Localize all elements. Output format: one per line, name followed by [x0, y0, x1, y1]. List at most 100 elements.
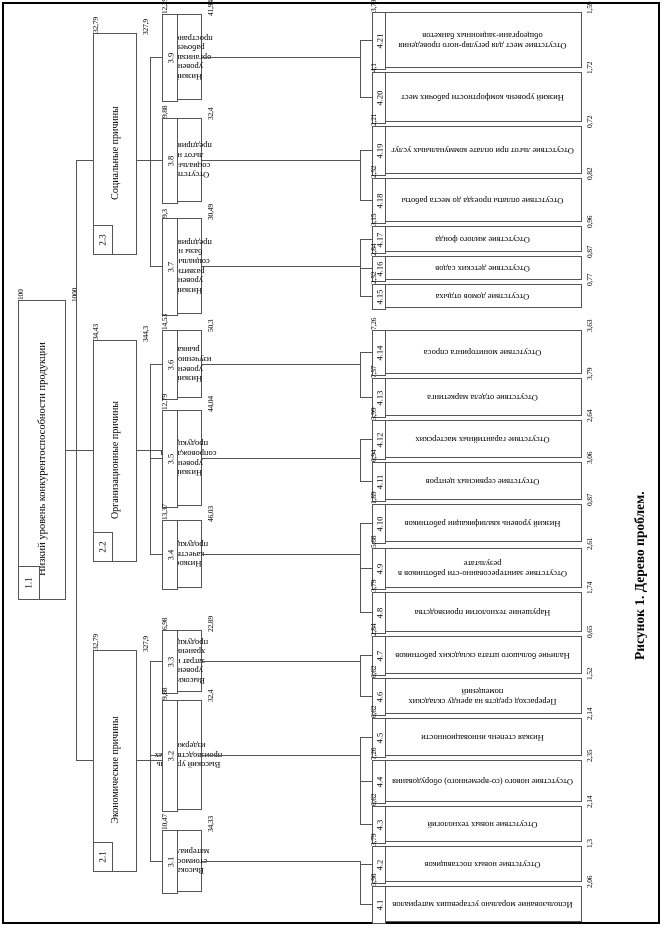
root-weight-bottom: 1000	[70, 287, 79, 302]
level4-4-10-weight-out: 0,87	[585, 493, 594, 506]
level4-node-4-7-id: 4.7	[372, 636, 386, 676]
level2-2-3-weight-in: 32,79	[91, 17, 100, 33]
level4-4-16-weight-out: 0,87	[585, 245, 594, 258]
level4-4-7-weight-in: 2,84	[369, 623, 378, 636]
level3-bus-2	[150, 661, 151, 861]
level4-4-9-weight-in: 5,68	[369, 535, 378, 548]
level2-node-2-2[interactable]: Организационные причины 2.2	[93, 340, 137, 562]
level2-node-2-3[interactable]: Социальные причины 2.3	[93, 33, 137, 255]
level4-node-4-1[interactable]: Использование морально устаревших матери…	[372, 886, 582, 924]
level4-node-4-6[interactable]: Перерасход средств на аренду складских п…	[372, 678, 582, 716]
connector-level2-to-bus-0	[137, 160, 162, 161]
connector-into-4-21	[360, 40, 372, 41]
level4-4-12-weight-out: 2,64	[585, 409, 594, 422]
level4-node-4-11[interactable]: Отсутствие сервисных центров 4.11	[372, 462, 582, 502]
level4-node-4-6-id: 4.6	[372, 678, 386, 716]
level3-3-7-weight-in: 9,3	[160, 209, 169, 218]
level4-bus-4	[360, 439, 361, 481]
level4-node-4-11-label: Отсутствие сервисных центров	[425, 476, 540, 487]
connector-into-3-7	[150, 266, 162, 267]
level3-node-3-2[interactable]: Высокий уровень производственных издерже…	[155, 700, 222, 812]
level3-3-4-weight-out: 46,03	[206, 506, 215, 522]
level4-node-4-2-id: 4.2	[372, 846, 386, 884]
connector-into-4-15	[360, 296, 372, 297]
level4-node-4-4[interactable]: Отсутствие нового (со-временного) оборуд…	[372, 760, 582, 804]
level4-4-21-weight-in: 3,79	[369, 0, 378, 12]
level4-4-17-weight-out: 0,96	[585, 215, 594, 228]
level4-node-4-2-label: Отсутствие новых поставщиков	[424, 859, 541, 870]
connector-into-3-5	[150, 458, 162, 459]
connector-into-3-2	[150, 755, 162, 756]
connector-level2-to-bus-1	[137, 450, 162, 451]
level2-node-2-1[interactable]: Экономические причины 2.1	[93, 650, 137, 872]
level4-node-4-14-label: Отсутствие мониторинга спроса	[423, 347, 542, 358]
level4-node-4-10-label: Низкий уровень квалификации работников	[404, 518, 561, 529]
level4-4-4-weight-out: 2,35	[585, 749, 594, 762]
level4-4-12-weight-in: 5,99	[369, 407, 378, 420]
level2-2-1-weight-in: 32,79	[91, 634, 100, 650]
connector-level3-to-bus-0	[202, 57, 360, 58]
connector-into-3-4	[150, 554, 162, 555]
level4-bus-1	[360, 150, 361, 200]
level4-node-4-9[interactable]: Отсутствие заинтересованно-сти работнико…	[372, 548, 582, 590]
level4-node-4-18[interactable]: Отсутствие оплаты проезда до места работ…	[372, 178, 582, 224]
level4-node-4-19[interactable]: Отсутствие льгот при оплате коммунальных…	[372, 126, 582, 176]
connector-level3-to-bus-5	[202, 554, 360, 555]
level4-node-4-11-id: 4.11	[372, 462, 386, 502]
level4-node-4-14-id: 4.14	[372, 330, 386, 376]
level3-3-8-weight-out: 32,4	[206, 107, 215, 120]
level3-node-3-7[interactable]: Низкий уровень развития социальной базы …	[162, 218, 212, 316]
level4-4-13-weight-out: 3,79	[585, 367, 594, 380]
level4-4-15-weight-in: 2,52	[369, 271, 378, 284]
level3-3-9-weight-in: 12,29	[160, 0, 169, 14]
level4-4-18-weight-in: 2,52	[369, 165, 378, 178]
level3-node-3-9[interactable]: Низкий уровень организации рабочего прос…	[162, 14, 213, 102]
level4-node-4-20[interactable]: Низкий уровень комфортности рабочих мест…	[372, 72, 582, 124]
level4-4-21-weight-out: 1,59	[585, 1, 594, 14]
level4-node-4-3-id: 4.3	[372, 806, 386, 844]
level4-4-8-weight-out: 1,74	[585, 581, 594, 594]
connector-into-4-12	[360, 439, 372, 440]
level4-node-4-19-id: 4.19	[372, 126, 386, 176]
level2-2-1-weight-out: 327,9	[141, 636, 150, 652]
level4-node-4-2[interactable]: Отсутствие новых поставщиков 4.2	[372, 846, 582, 884]
level3-node-3-8[interactable]: Отсутствие социальных льгот на предприят…	[162, 118, 212, 204]
level4-4-1-weight-in: 5,98	[369, 873, 378, 886]
level4-bus-riser-1	[360, 150, 361, 160]
level4-node-4-21[interactable]: Отсутствие мест для регуляр-ного проведе…	[372, 12, 582, 70]
level4-node-4-7-label: Наличие большого штата складских работни…	[395, 650, 570, 661]
level2-node-2-3-id: 2.3	[93, 225, 113, 255]
level4-node-4-7[interactable]: Наличие большого штата складских работни…	[372, 636, 582, 676]
level4-node-4-12-label: Отсутствие гарантийных мастерских	[415, 434, 550, 445]
connector-root-2-1	[76, 760, 93, 761]
connector-into-4-16	[360, 268, 372, 269]
root-node[interactable]: Низкий уровень конкурентоспособности про…	[18, 300, 66, 600]
level4-node-4-17-label: Отсутствие жилого фонда	[435, 234, 530, 245]
connector-level3-to-bus-4	[202, 458, 360, 459]
connector-into-4-2	[360, 864, 372, 865]
level4-4-11-weight-out: 3,06	[585, 451, 594, 464]
connector-into-4-6	[360, 696, 372, 697]
connector-into-4-18	[360, 200, 372, 201]
level4-4-14-weight-out: 3,63	[585, 319, 594, 332]
level4-node-4-14[interactable]: Отсутствие мониторинга спроса 4.14	[372, 330, 582, 376]
level4-node-4-13-label: Отсутствие отдела маркетинга	[427, 392, 538, 403]
connector-into-3-9	[150, 57, 162, 58]
level3-node-3-3[interactable]: Высокий уровень затрат на хранение проду…	[162, 630, 208, 694]
connector-level3-to-bus-2	[202, 266, 360, 267]
connector-into-4-8	[360, 612, 372, 613]
